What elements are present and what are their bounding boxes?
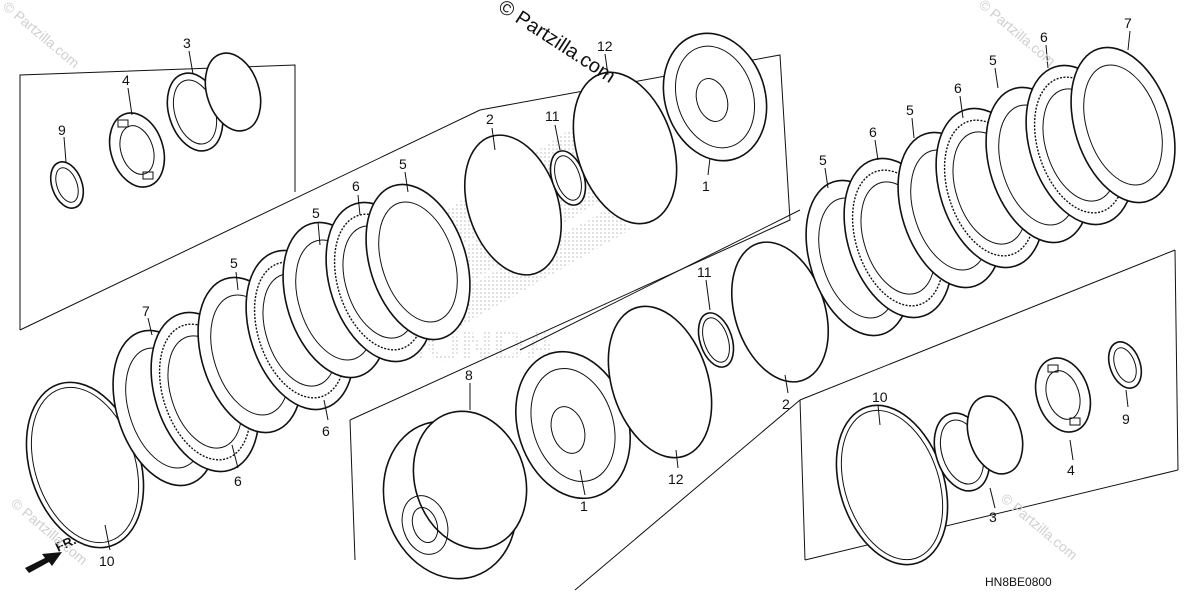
part-9-snap-ring-left [49, 161, 85, 209]
callout-4-left: 4 [122, 72, 130, 88]
callout-6-e: 6 [954, 80, 962, 96]
part-3-seal-rings-right [933, 395, 1024, 492]
part-8-clutch-drum [382, 410, 528, 580]
part-5-steel-plate-left-c [365, 183, 471, 341]
part-4-hub-left [108, 112, 166, 188]
callout-4-right: 4 [1067, 462, 1075, 478]
callout-9-left: 9 [58, 122, 66, 138]
callout-6-d: 6 [869, 124, 877, 140]
callout-6-f: 6 [1040, 29, 1048, 45]
watermark-bottom-right: © Partzilla.com [998, 490, 1081, 563]
part-3-seal-rings-left [166, 52, 262, 152]
callout-6-b: 6 [322, 423, 330, 439]
callout-8: 8 [465, 367, 473, 383]
part-9-snap-ring-right [1107, 341, 1143, 389]
callout-12-bottom: 12 [668, 471, 684, 487]
callout-10-left: 10 [99, 553, 115, 569]
callout-7-left: 7 [142, 303, 150, 319]
callout-6-c: 6 [352, 178, 360, 194]
callout-5-a: 5 [230, 255, 238, 271]
frame-center-left [349, 419, 356, 561]
callout-7-right: 7 [1124, 15, 1132, 31]
callout-5-b: 5 [312, 205, 320, 221]
callout-5-c: 5 [399, 156, 407, 172]
callout-12-top: 12 [597, 38, 613, 54]
frame-left-mid [19, 109, 481, 331]
front-arrow-icon [25, 552, 62, 573]
callout-11-bottom: 11 [697, 264, 712, 280]
frame-right-sides [799, 249, 1179, 561]
callout-1-top: 1 [702, 178, 710, 194]
frame-left-top [19, 64, 296, 330]
part-1-piston-top [662, 32, 768, 162]
frame-mid-right [519, 209, 801, 591]
part-1-piston-bottom [514, 350, 632, 500]
callout-2-bottom: 2 [782, 396, 790, 412]
callout-11-top: 11 [545, 108, 560, 124]
callout-3-right: 3 [989, 509, 997, 525]
callout-2-top: 2 [486, 111, 494, 127]
callout-9-right: 9 [1122, 411, 1130, 427]
part-7-end-plate-right [1070, 46, 1176, 204]
diagram-code: HN8BE0800 [985, 575, 1052, 589]
callout-3-left: 3 [183, 35, 191, 51]
callout-10-right: 10 [872, 389, 888, 405]
part-11-o-ring-bottom [697, 312, 735, 368]
frame-right-top [799, 249, 1176, 401]
watermark-top-left: © Partzilla.com [0, 0, 83, 71]
callout-1-bottom: 1 [580, 498, 588, 514]
group-frames [19, 54, 1179, 591]
callout-5-d: 5 [819, 152, 827, 168]
leader-lines [63, 30, 1131, 551]
callout-labels: 9 4 3 7 5 6 5 6 6 5 2 11 12 1 8 1 12 11 … [58, 15, 1132, 569]
callout-5-f: 5 [989, 52, 997, 68]
part-12-o-ring-bottom [607, 305, 713, 459]
part-4-hub-right [1034, 357, 1092, 433]
callout-5-e: 5 [906, 102, 914, 118]
part-12-o-ring-top [572, 71, 678, 225]
callout-6-a: 6 [234, 473, 242, 489]
